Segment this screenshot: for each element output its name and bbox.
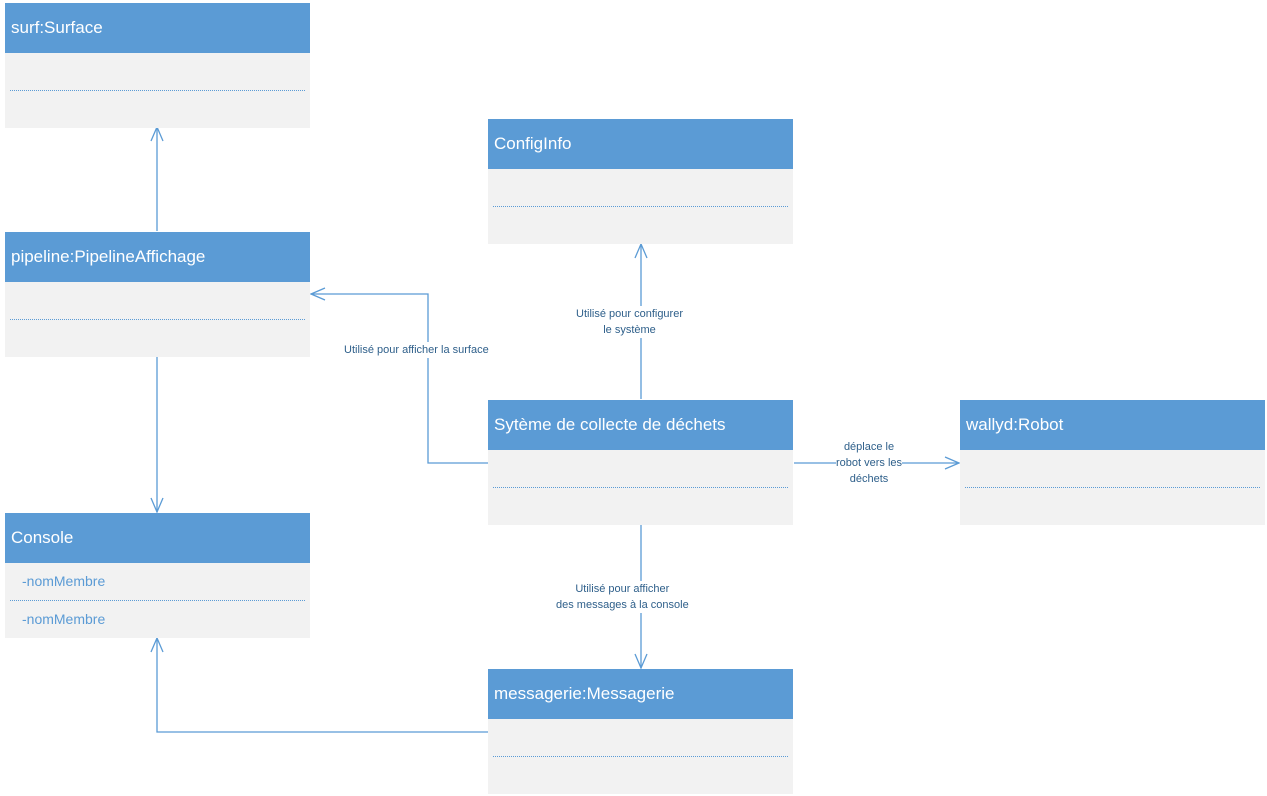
- label-systeme-messagerie: Utilisé pour afficher des messages à la …: [556, 581, 689, 613]
- arrowhead-console-bottom: [150, 636, 164, 653]
- attributes-compartment: [5, 53, 310, 90]
- class-box-console[interactable]: Console -nomMembre -nomMembre: [5, 513, 310, 638]
- methods-compartment: [488, 207, 793, 244]
- label-line: des messages à la console: [556, 599, 689, 611]
- class-box-pipeline[interactable]: pipeline:PipelineAffichage: [5, 232, 310, 357]
- compartment-divider: [10, 319, 305, 320]
- class-title-surface: surf:Surface: [5, 3, 310, 53]
- class-box-messagerie[interactable]: messagerie:Messagerie: [488, 669, 793, 794]
- class-title-robot: wallyd:Robot: [960, 400, 1265, 450]
- class-title-configinfo: ConfigInfo: [488, 119, 793, 169]
- compartment-divider: [10, 90, 305, 91]
- label-systeme-config: Utilisé pour configurer le système: [576, 306, 683, 338]
- label-line: robot vers les: [836, 457, 903, 469]
- methods-compartment: [960, 488, 1265, 525]
- compartment-divider: [10, 600, 305, 601]
- label-line: Utilisé pour afficher: [575, 583, 670, 595]
- label-line: Utilisé pour configurer: [576, 308, 683, 320]
- attributes-compartment: [488, 169, 793, 206]
- attributes-compartment: -nomMembre: [22, 573, 106, 589]
- class-title-console: Console: [5, 513, 310, 563]
- class-box-systeme[interactable]: Sytème de collecte de déchets: [488, 400, 793, 525]
- label-line: le système: [603, 324, 656, 336]
- label-systeme-robot: déplace le robot vers les déchets: [836, 439, 903, 487]
- compartment-divider: [493, 756, 788, 757]
- label-line: Utilisé pour afficher la surface: [344, 344, 489, 356]
- connector-systeme-pipeline: [311, 293, 488, 464]
- attributes-compartment: [5, 282, 310, 319]
- attributes-compartment: [488, 719, 793, 756]
- methods-compartment: [5, 320, 310, 357]
- label-line: déchets: [849, 473, 889, 485]
- arrowhead-surface: [150, 125, 164, 142]
- methods-compartment: -nomMembre: [22, 611, 106, 627]
- connector-messagerie-console: [156, 638, 488, 733]
- label-systeme-pipeline: Utilisé pour afficher la surface: [344, 342, 489, 358]
- attributes-compartment: [960, 450, 1265, 487]
- arrowhead-robot: [944, 456, 961, 470]
- arrowhead-console-top: [150, 497, 164, 514]
- label-line: déplace le: [843, 441, 895, 453]
- class-box-configinfo[interactable]: ConfigInfo: [488, 119, 793, 244]
- class-title-pipeline: pipeline:PipelineAffichage: [5, 232, 310, 282]
- class-title-systeme: Sytème de collecte de déchets: [488, 400, 793, 450]
- methods-compartment: [488, 488, 793, 525]
- class-box-surface[interactable]: surf:Surface: [5, 3, 310, 128]
- class-title-messagerie: messagerie:Messagerie: [488, 669, 793, 719]
- compartment-divider: [493, 206, 788, 207]
- arrowhead-messagerie: [634, 653, 648, 670]
- compartment-divider: [965, 487, 1260, 488]
- methods-compartment: [488, 757, 793, 794]
- attributes-compartment: [488, 450, 793, 487]
- methods-compartment: [5, 91, 310, 128]
- class-box-robot[interactable]: wallyd:Robot: [960, 400, 1265, 525]
- arrowhead-config: [634, 242, 648, 259]
- compartment-divider: [493, 487, 788, 488]
- arrowhead-pipeline: [309, 287, 326, 301]
